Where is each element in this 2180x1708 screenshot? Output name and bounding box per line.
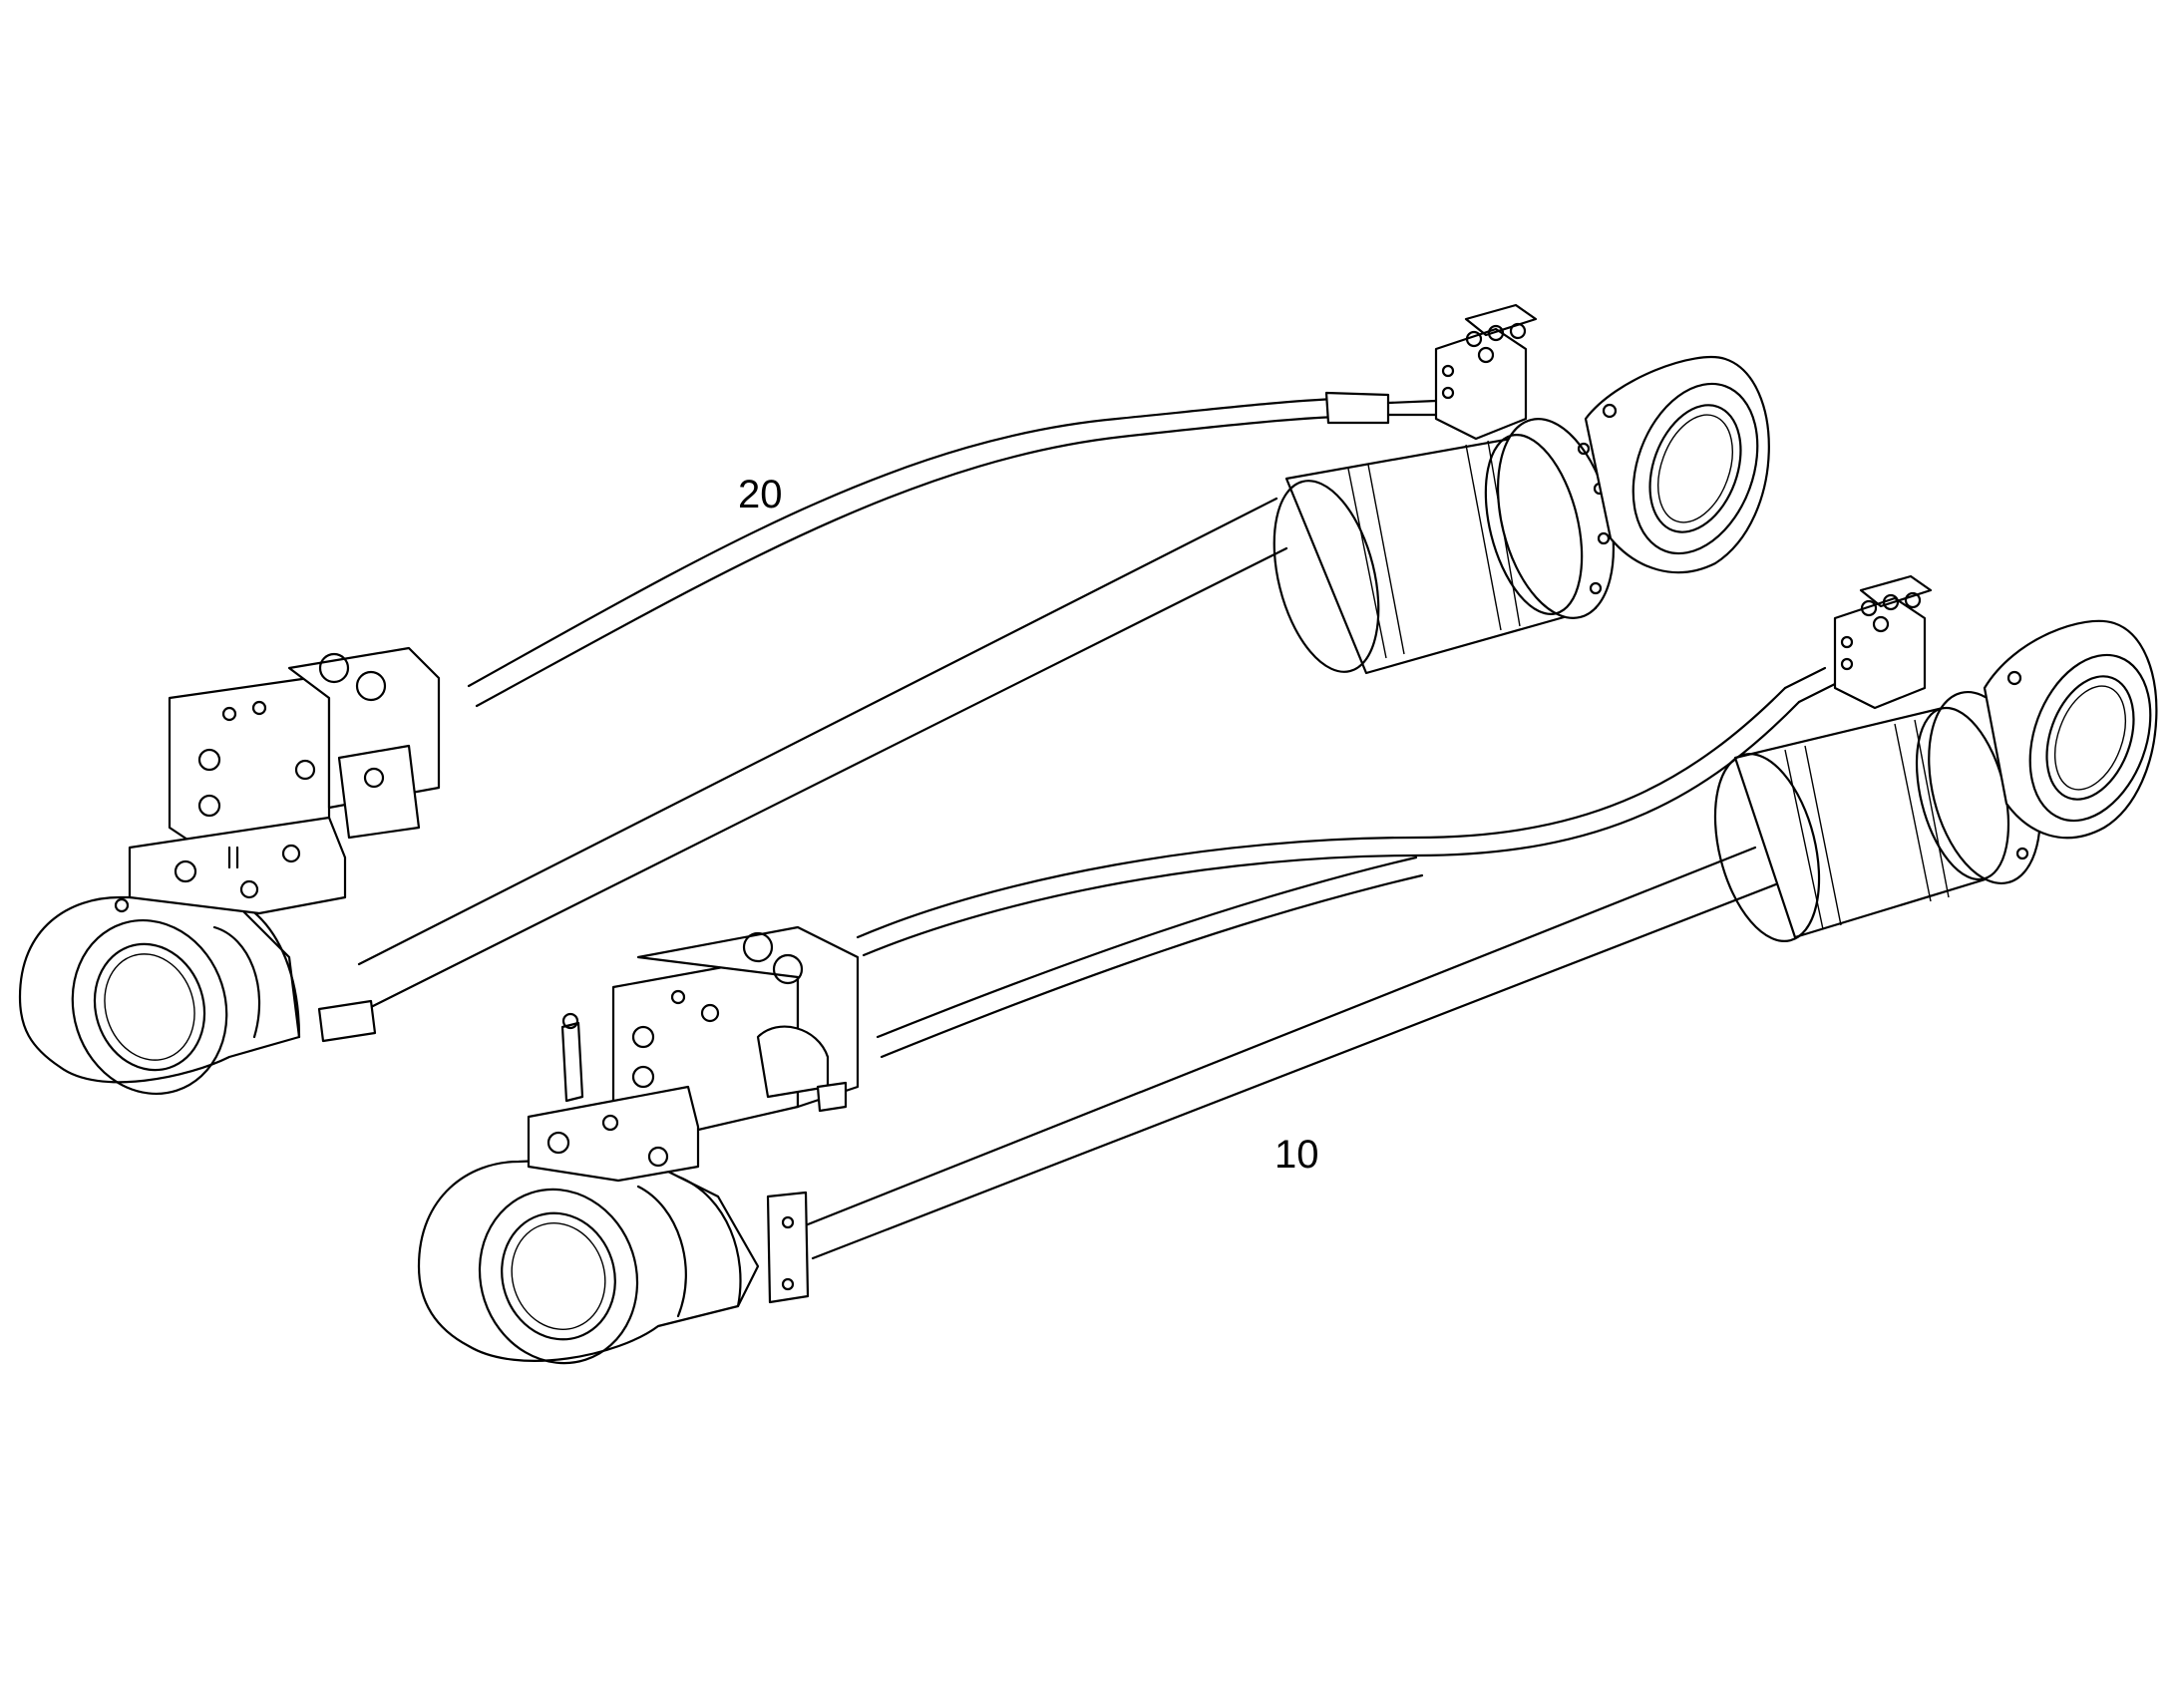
upper-valve-block (128, 646, 441, 915)
lower-rod-eye (1983, 619, 2158, 840)
callout-upper-cylinder: 20 (738, 473, 783, 516)
lower-piston-rod (796, 846, 1783, 1260)
lower-cylinder-assembly (417, 574, 2158, 1365)
upper-base-eye (18, 895, 377, 1096)
callout-lower-cylinder: 10 (1274, 1133, 1319, 1177)
lower-rod-end-valve (1833, 574, 1933, 710)
upper-rod-eye (1584, 356, 1770, 574)
lower-hydraulic-hose (856, 666, 1837, 1059)
upper-piston-rod (357, 497, 1288, 1011)
upper-cylinder-assembly (18, 303, 1770, 1096)
lower-valve-block (527, 925, 860, 1183)
upper-rod-end-valve (1434, 303, 1538, 441)
upper-hydraulic-hose (467, 391, 1438, 708)
lower-base-eye (417, 1155, 810, 1365)
